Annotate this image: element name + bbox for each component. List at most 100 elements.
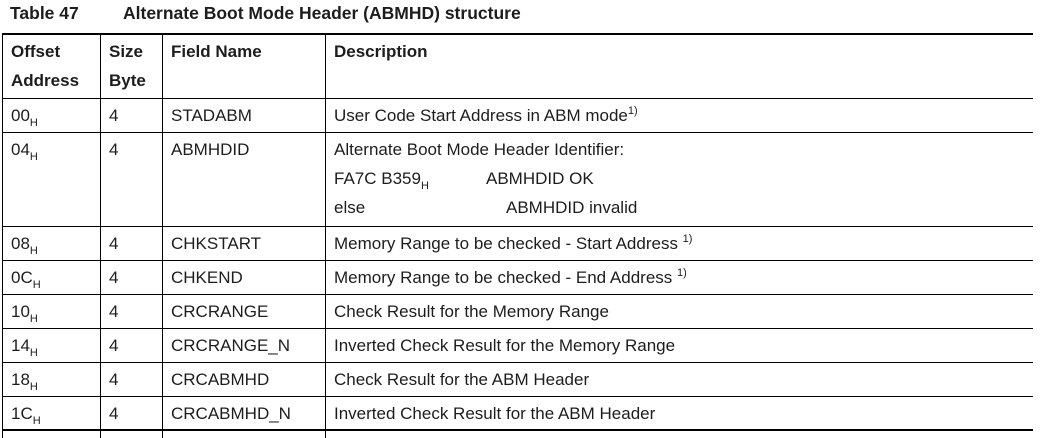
text-segment: ABMHDID invalid [506, 197, 638, 217]
size-byte-cell: 4 [100, 260, 163, 295]
subscript: H [420, 179, 429, 192]
field-name-value: CRCABMHD [171, 369, 270, 389]
field-name-cell: ABMHDID [162, 132, 326, 227]
offset-value: 10H [11, 301, 38, 325]
description-line: Check Result for the Memory Range [334, 297, 1025, 326]
size-byte-cell: 4 [100, 226, 163, 261]
description-line: else ABMHDID invalid [334, 193, 1025, 222]
offset-value: 04H [11, 139, 38, 163]
field-name-cell: STADABM [162, 98, 326, 133]
field-name-value: ABMHDID [171, 139, 250, 159]
subscript: H [29, 380, 38, 393]
text-segment: User Code Start Address in ABM mode1) [334, 104, 638, 125]
description-line: Inverted Check Result for the Memory Ran… [334, 331, 1025, 360]
description-cell: Inverted Check Result for the Memory Ran… [325, 328, 1033, 363]
description-line: Memory Range to be checked - End Address… [334, 263, 1025, 292]
size-value: 4 [109, 403, 119, 423]
description-cell: Memory Range to be checked - End Address… [325, 260, 1033, 295]
description-cell: Memory Range to be checked - Start Addre… [325, 226, 1033, 261]
table-row: 08H 4 CHKSTART Memory Range to be checked -… [2, 226, 1033, 261]
field-name-cell: CRCRANGE_N [162, 328, 326, 363]
field-name-cell: CRCRANGE [162, 294, 326, 329]
column-header-line: Byte [109, 71, 146, 90]
text-segment: Check Result for the Memory Range [334, 301, 609, 321]
size-value: 4 [109, 139, 119, 159]
table-row: 04H 4 ABMHDID Alternate Boot Mode Header Id… [2, 132, 1033, 227]
column-rule-overhang [325, 430, 326, 438]
description-line: User Code Start Address in ABM mode1) [334, 101, 1025, 130]
table-row: 14H 4 CRCRANGE_N Inverted Check Result for … [2, 328, 1033, 363]
description-cell: Check Result for the Memory Range [325, 294, 1033, 329]
column-header-line: Size [109, 42, 144, 61]
description-line: Check Result for the ABM Header [334, 365, 1025, 394]
column-header-line: Offset [11, 42, 61, 61]
footnote-marker: 1) [677, 266, 687, 279]
description-cell: Alternate Boot Mode Header Identifier:FA… [325, 132, 1033, 227]
description-cell: User Code Start Address in ABM mode1) [325, 98, 1033, 133]
offset-address-cell: 0CH [2, 260, 101, 295]
field-name-value: CHKEND [171, 267, 243, 287]
field-name-cell: CHKEND [162, 260, 326, 295]
description-line: Alternate Boot Mode Header Identifier: [334, 135, 1025, 164]
field-name-value: CRCABMHD_N [171, 403, 291, 423]
offset-address-cell: 18H [2, 362, 101, 397]
table-caption-number: Table 47 [10, 3, 79, 23]
offset-address-cell: 08H [2, 226, 101, 261]
column-rule-overhang [100, 430, 101, 438]
text-segment: Memory Range to be checked - Start Addre… [334, 232, 693, 253]
size-value: 4 [109, 233, 119, 253]
size-value: 4 [109, 369, 119, 389]
column-header-description: Description [325, 34, 1033, 99]
description-line: Memory Range to be checked - Start Addre… [334, 229, 1025, 258]
field-name-value: CRCRANGE_N [171, 335, 291, 355]
offset-address-cell: 1CH [2, 396, 101, 431]
offset-address-cell: 04H [2, 132, 101, 227]
subscript: H [29, 150, 38, 163]
text-segment: else [334, 197, 366, 217]
column-header-line: Address [11, 71, 80, 90]
column-rule-overhang [162, 430, 163, 438]
text-segment: Memory Range to be checked - End Address… [334, 266, 687, 287]
field-name-value: CRCRANGE [171, 301, 269, 321]
text-segment: ABMHDID OK [486, 168, 594, 188]
table-row: 18H 4 CRCABMHD Check Result for the ABM Hea… [2, 362, 1033, 397]
description-cell: Check Result for the ABM Header [325, 362, 1033, 397]
table-row: 0CH 4 CHKEND Memory Range to be checked - E… [2, 260, 1033, 295]
subscript: H [32, 414, 41, 427]
text-segment: Inverted Check Result for the ABM Header [334, 403, 656, 423]
offset-value: 08H [11, 233, 38, 257]
column-header-line: Field Name [171, 42, 262, 61]
offset-address-cell: 10H [2, 294, 101, 329]
text-segment: Check Result for the ABM Header [334, 369, 590, 389]
offset-value: 0CH [11, 267, 41, 291]
size-byte-cell: 4 [100, 362, 163, 397]
subscript: H [29, 116, 38, 129]
field-name-cell: CRCABMHD [162, 362, 326, 397]
description-line: Inverted Check Result for the ABM Header [334, 399, 1025, 428]
size-byte-cell: 4 [100, 98, 163, 133]
offset-value: 14H [11, 335, 38, 359]
field-name-cell: CHKSTART [162, 226, 326, 261]
column-header-field-name: Field Name [162, 34, 326, 99]
offset-address-cell: 00H [2, 98, 101, 133]
column-rule-overhang [2, 430, 3, 438]
size-value: 4 [109, 301, 119, 321]
table-caption-text: Alternate Boot Mode Header (ABMHD) struc… [123, 3, 521, 23]
size-byte-cell: 4 [100, 328, 163, 363]
offset-value: 1CH [11, 403, 41, 427]
size-byte-cell: 4 [100, 132, 163, 227]
subscript: H [29, 346, 38, 359]
field-name-cell: CRCABMHD_N [162, 396, 326, 431]
size-byte-cell: 4 [100, 294, 163, 329]
description-cell: Inverted Check Result for the ABM Header [325, 396, 1033, 431]
subscript: H [29, 312, 38, 325]
size-value: 4 [109, 335, 119, 355]
